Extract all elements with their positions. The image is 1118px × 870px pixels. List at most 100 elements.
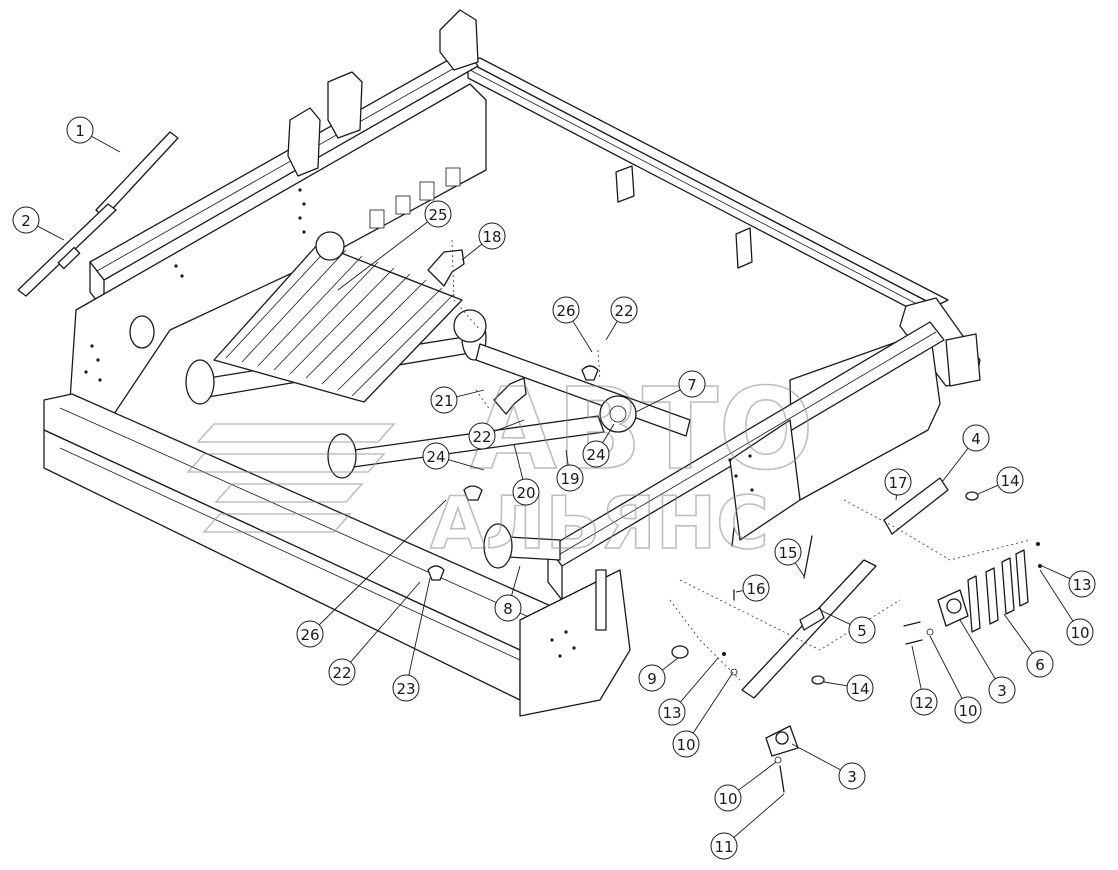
callout-number: 1 xyxy=(75,122,85,140)
callout-circle xyxy=(678,370,706,398)
callout-circle xyxy=(742,574,770,602)
callout-circle xyxy=(1026,650,1054,678)
callout-leader xyxy=(929,635,963,699)
callout-number: 25 xyxy=(428,206,447,224)
callout-leader xyxy=(448,459,485,471)
callout-c11: 11 xyxy=(710,793,785,860)
callout-leader xyxy=(941,448,969,483)
callout-c13b: 13 xyxy=(658,657,719,726)
callout-leader xyxy=(662,657,679,671)
callout-circle xyxy=(556,464,584,492)
callout-c12: 12 xyxy=(910,645,938,716)
callout-circle xyxy=(954,696,982,724)
callout-c24b: 24 xyxy=(582,423,615,468)
watermark-logo: АВТО АЛЬЯНС xyxy=(186,364,814,566)
callout-number: 11 xyxy=(714,838,733,856)
callout-c17: 17 xyxy=(884,468,912,501)
callout-leader xyxy=(823,681,848,687)
callout-circle xyxy=(846,674,874,702)
callout-circle xyxy=(424,200,452,228)
callout-circle xyxy=(422,442,450,470)
callout-number: 7 xyxy=(687,376,697,394)
callout-c3b: 3 xyxy=(791,743,866,790)
watermark-line1: АВТО xyxy=(470,365,814,495)
callout-c22b: 22 xyxy=(468,419,525,450)
callout-circle xyxy=(710,832,738,860)
callout-number: 12 xyxy=(914,694,933,712)
callout-circle xyxy=(430,386,458,414)
callout-circle xyxy=(672,730,700,758)
callout-number: 16 xyxy=(746,580,765,598)
callout-circle xyxy=(296,620,324,648)
callout-number: 10 xyxy=(676,736,695,754)
callout-c10d: 10 xyxy=(714,761,777,812)
callout-c10a: 10 xyxy=(1039,569,1094,646)
callout-leader xyxy=(635,389,681,413)
callout-circle xyxy=(512,478,540,506)
callout-c4: 4 xyxy=(941,424,990,483)
callout-leader xyxy=(513,443,524,480)
callout-circle xyxy=(552,296,580,324)
callout-leader xyxy=(37,225,65,241)
callout-number: 3 xyxy=(847,768,857,786)
callout-circle xyxy=(910,688,938,716)
callout-leader xyxy=(1003,613,1033,654)
callout-leader xyxy=(977,484,999,495)
callout-c22a: 22 xyxy=(605,296,638,341)
callout-c26b: 26 xyxy=(296,499,447,648)
callout-leader xyxy=(318,499,447,626)
callout-leader xyxy=(602,423,615,444)
callout-number: 3 xyxy=(997,682,1007,700)
callout-c1: 1 xyxy=(66,116,121,153)
callout-c6: 6 xyxy=(1003,613,1054,678)
callout-leader xyxy=(735,590,744,593)
frame-assembly xyxy=(43,9,981,717)
roller-shafts xyxy=(185,231,691,581)
callout-number: 14 xyxy=(850,680,869,698)
callout-leader xyxy=(819,609,851,625)
callout-number: 17 xyxy=(888,474,907,492)
loose-beams xyxy=(17,131,179,297)
callout-number: 22 xyxy=(472,428,491,446)
callout-number: 22 xyxy=(332,664,351,682)
callout-number: 10 xyxy=(718,790,737,808)
callout-leader xyxy=(791,743,841,771)
callout-number: 13 xyxy=(662,704,681,722)
callout-leader xyxy=(692,673,733,734)
callout-c10c: 10 xyxy=(672,673,733,758)
callout-c15: 15 xyxy=(774,538,805,577)
callout-leader xyxy=(794,562,805,577)
callout-circle xyxy=(884,468,912,496)
callout-leader xyxy=(565,449,569,466)
callout-leader xyxy=(350,581,421,663)
callout-number: 8 xyxy=(503,600,513,618)
callout-c8: 8 xyxy=(494,565,522,622)
callout-leader xyxy=(511,565,521,596)
callout-leader xyxy=(738,761,777,791)
callout-c14b: 14 xyxy=(823,674,874,702)
callout-circle xyxy=(468,422,496,450)
callout-c21: 21 xyxy=(430,386,485,414)
callout-number: 18 xyxy=(482,228,501,246)
callout-number: 9 xyxy=(647,670,657,688)
callout-leader xyxy=(733,793,785,838)
watermark-line2: АЛЬЯНС xyxy=(430,481,769,565)
callout-number: 21 xyxy=(434,392,453,410)
callout-circle xyxy=(996,466,1024,494)
callout-number: 22 xyxy=(614,302,633,320)
callout-leader xyxy=(959,619,996,680)
callout-circle xyxy=(392,674,420,702)
callout-c18: 18 xyxy=(461,222,506,261)
callout-circle xyxy=(328,658,356,686)
callout-c9: 9 xyxy=(638,657,679,692)
callout-circle xyxy=(610,296,638,324)
callout-circle xyxy=(1066,618,1094,646)
callout-c3a: 3 xyxy=(959,619,1016,704)
callout-leader xyxy=(911,645,922,690)
callout-c16: 16 xyxy=(735,574,770,602)
callout-c13a: 13 xyxy=(1041,565,1096,598)
callout-leader xyxy=(1039,569,1074,622)
callout-leader xyxy=(408,577,431,676)
callout-number: 13 xyxy=(1072,576,1091,594)
